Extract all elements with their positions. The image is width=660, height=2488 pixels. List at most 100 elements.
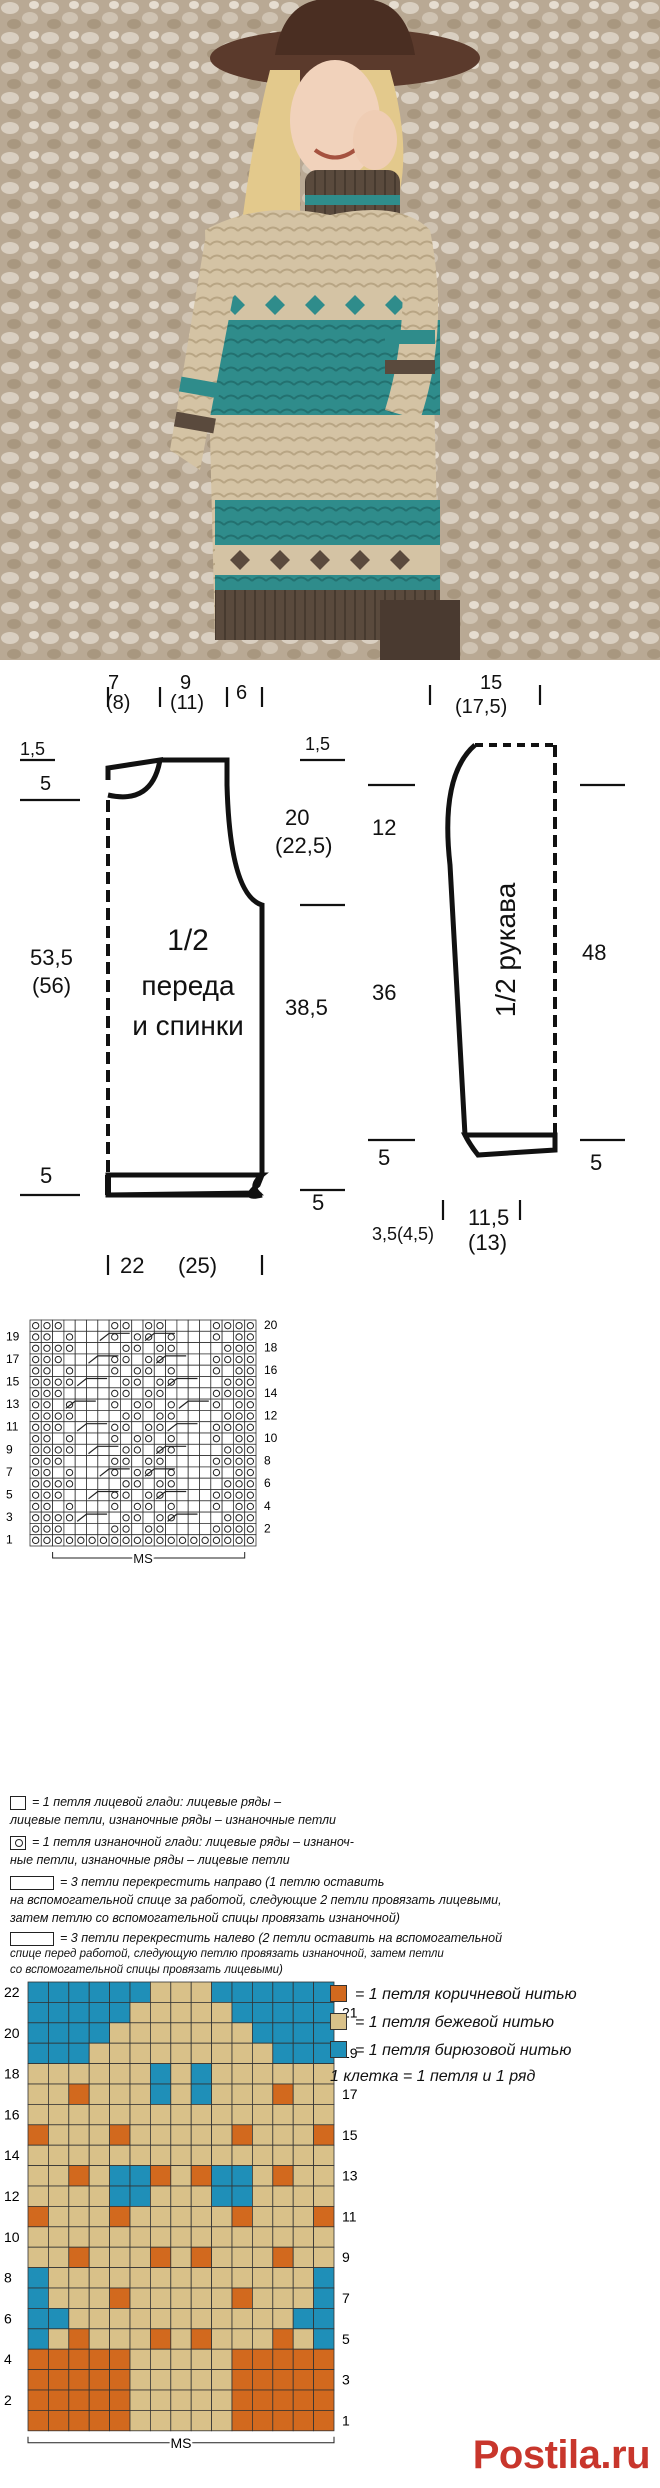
color-cell <box>292 2144 315 2166</box>
cable-mark <box>155 1445 187 1455</box>
chart-cell <box>142 1466 155 1479</box>
color-cell <box>211 2389 233 2411</box>
chart-cell <box>29 1522 42 1536</box>
color-cell <box>68 2144 90 2166</box>
color-cell <box>149 2246 172 2269</box>
chart-cell <box>97 1466 110 1479</box>
chart-cell <box>86 1387 99 1400</box>
color-row-number-left: 18 <box>4 2066 20 2082</box>
color-cell <box>27 2124 49 2146</box>
purl-mark <box>235 1355 243 1364</box>
color-cell <box>272 2165 294 2187</box>
label-sleeve-top-w: 15 <box>480 672 502 694</box>
purl-mark <box>65 1378 74 1386</box>
chart-cell <box>153 1443 167 1457</box>
chart-cell <box>210 1477 223 1490</box>
chart-cell <box>199 1500 212 1513</box>
color-cell <box>211 2246 233 2269</box>
row-number-right: 18 <box>264 1341 278 1355</box>
color-cell <box>190 1981 212 2003</box>
chart-cell <box>142 1511 155 1524</box>
color-cell <box>251 2165 274 2187</box>
color-cell <box>292 2063 315 2085</box>
color-row-number-right: 5 <box>342 2331 350 2347</box>
color-cell <box>129 2042 151 2064</box>
color-cell <box>109 2042 131 2064</box>
purl-mark <box>167 1514 175 1522</box>
purl-mark <box>246 1457 255 1465</box>
cable-mark <box>178 1400 209 1409</box>
color-cell <box>211 2328 233 2350</box>
purl-mark <box>122 1457 130 1465</box>
chart-cell <box>165 1342 178 1355</box>
chart-cell <box>29 1410 42 1423</box>
color-cell <box>231 2165 253 2187</box>
purl-mark <box>246 1480 255 1488</box>
chart-cell <box>74 1342 87 1355</box>
chart-cell <box>40 1534 53 1547</box>
cable-mark <box>167 1513 198 1522</box>
chart-cell <box>199 1353 212 1366</box>
purl-mark <box>133 1333 142 1341</box>
color-cell <box>313 2185 335 2207</box>
purl-mark <box>167 1434 175 1443</box>
row-number-left: 7 <box>6 1465 13 1479</box>
color-cell <box>190 2348 212 2371</box>
color-cell <box>313 2369 335 2391</box>
color-cell <box>313 2307 335 2330</box>
chart-cell <box>199 1534 212 1547</box>
color-cell <box>48 2246 70 2269</box>
chart-cell <box>86 1534 99 1547</box>
chart-cell <box>153 1353 167 1366</box>
color-cell <box>251 1981 274 2003</box>
cable-mark <box>99 1332 130 1342</box>
color-cell <box>170 2165 192 2187</box>
chart-cell <box>108 1477 121 1490</box>
color-cell <box>211 2002 233 2024</box>
color-cell <box>27 2002 49 2024</box>
chart-cell <box>63 1534 76 1547</box>
chart-cell <box>210 1387 223 1400</box>
purl-mark <box>144 1457 153 1465</box>
chart-cell <box>210 1342 223 1355</box>
purl-mark <box>99 1536 108 1545</box>
color-cell <box>68 2042 90 2064</box>
purl-mark <box>167 1367 175 1375</box>
purl-mark <box>167 1502 175 1511</box>
color-cell <box>88 2389 110 2411</box>
chart-cell <box>108 1421 121 1434</box>
purl-mark <box>235 1480 243 1488</box>
color-cell <box>68 1981 90 2003</box>
chart-cell <box>187 1342 200 1355</box>
color-cell <box>170 2246 192 2269</box>
purl-mark <box>156 1446 164 1454</box>
purl-mark <box>111 1401 119 1409</box>
purl-mark <box>31 1457 40 1465</box>
chart-cell <box>244 1432 257 1445</box>
chart-cell <box>63 1364 76 1377</box>
color-cell <box>170 2063 192 2085</box>
purl-mark <box>54 1389 62 1398</box>
purl-mark <box>144 1468 153 1477</box>
color-cell <box>292 2205 315 2228</box>
color-cell <box>48 2287 70 2309</box>
color-cell <box>27 2185 49 2207</box>
purl-mark <box>31 1536 40 1545</box>
chart-cell <box>153 1342 167 1355</box>
color-cell <box>292 2022 315 2044</box>
chart-cell <box>52 1534 65 1547</box>
color-cell <box>190 2307 212 2330</box>
row-number-left: 11 <box>6 1420 19 1434</box>
color-cell <box>190 2103 212 2126</box>
chart-cell <box>29 1353 42 1366</box>
color-cell <box>109 2002 131 2024</box>
color-cell <box>170 2226 192 2248</box>
color-ms-bracket <box>27 2436 335 2444</box>
chart-cell <box>74 1477 87 1490</box>
purl-mark <box>224 1525 232 1533</box>
chart-cell <box>131 1466 144 1479</box>
chart-cell <box>108 1319 121 1332</box>
color-cell <box>313 2246 335 2269</box>
purl-mark <box>235 1423 243 1432</box>
row-number-right: 10 <box>264 1431 278 1445</box>
